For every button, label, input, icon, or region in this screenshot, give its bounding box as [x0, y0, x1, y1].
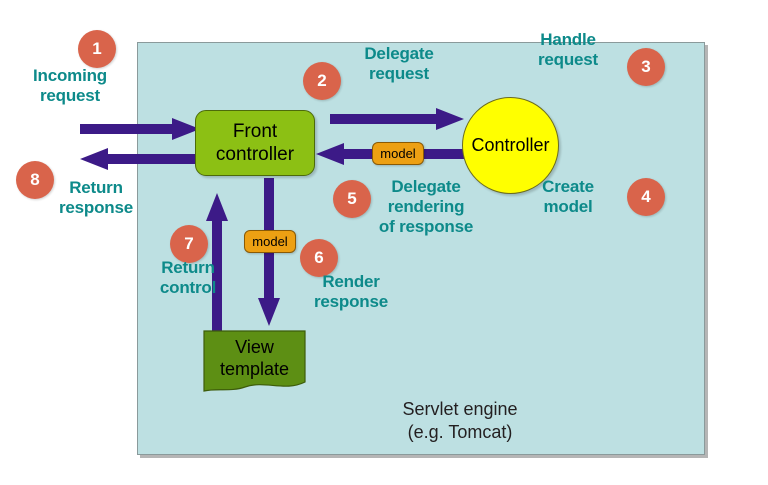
- step-label-7: Return control: [159, 258, 217, 297]
- view-template-label: View template: [219, 337, 290, 379]
- delegate-request-arrow: [330, 108, 464, 130]
- step-badge-2: 2: [303, 62, 341, 100]
- step-label-8: Return response: [59, 178, 133, 217]
- model-pill-lower[interactable]: model: [244, 230, 296, 253]
- controller-node[interactable]: Controller: [462, 97, 559, 194]
- step-badge-4: 4: [627, 178, 665, 216]
- step-label-2: Delegate request: [364, 44, 434, 83]
- step-label-5: Delegate rendering of response: [378, 177, 474, 236]
- step-label-6: Render response: [314, 272, 388, 311]
- model-pill-upper[interactable]: model: [372, 142, 424, 165]
- servlet-engine-caption: Servlet engine (e.g. Tomcat): [402, 399, 518, 442]
- step-label-3: Handle request: [537, 30, 598, 69]
- step-badge-5: 5: [333, 180, 371, 218]
- step-badge-6: 6: [300, 239, 338, 277]
- front-controller-node[interactable]: Front controller: [195, 110, 315, 176]
- step-badge-7: 7: [170, 225, 208, 263]
- step-badge-1: 1: [78, 30, 116, 68]
- return-response-arrow: [80, 148, 200, 170]
- step-label-4: Create model: [542, 177, 594, 216]
- incoming-request-arrow: [80, 118, 200, 140]
- return-control-arrow: [206, 193, 228, 333]
- step-label-1: Incoming request: [33, 66, 107, 105]
- step-badge-8: 8: [16, 161, 54, 199]
- step-badge-3: 3: [627, 48, 665, 86]
- view-template-node[interactable]: View template: [203, 330, 306, 392]
